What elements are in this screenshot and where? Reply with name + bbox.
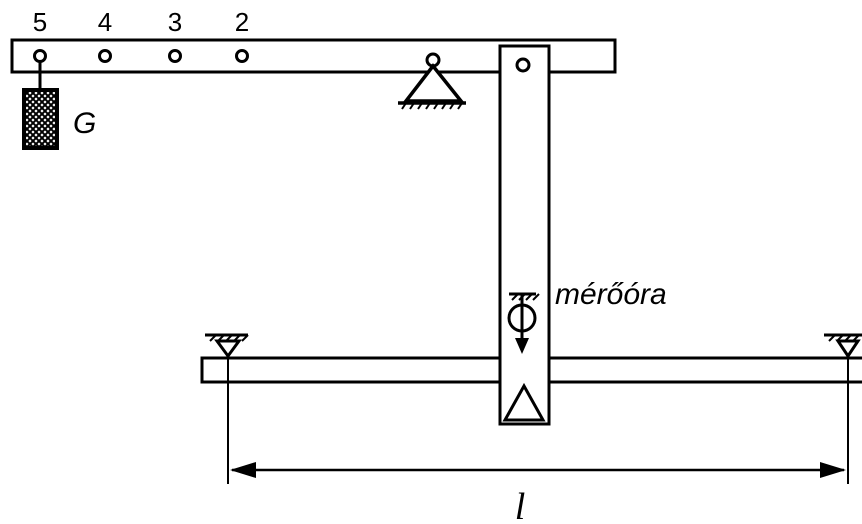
left-beam-support: [205, 333, 249, 359]
hole-4: [98, 49, 112, 63]
gauge-label: mérőóra: [555, 278, 667, 311]
hole-3: [168, 49, 182, 63]
vertical-bar: [498, 44, 551, 426]
dial-gauge: [507, 292, 540, 354]
hole-label-4: 4: [98, 7, 112, 37]
hole-5: [33, 49, 47, 63]
hole-label-2: 2: [235, 7, 249, 37]
span-label: l: [515, 486, 526, 524]
weight-label: G: [73, 107, 96, 140]
hole-label-3: 3: [168, 7, 182, 37]
dimension-arrow-right: [820, 462, 846, 478]
vertical-bar-pin: [515, 57, 531, 73]
hole-label-5: 5: [33, 7, 47, 37]
hole-2: [235, 49, 249, 63]
right-beam-support: [824, 333, 862, 359]
weight-block: [22, 88, 59, 150]
pivot-support: [398, 52, 466, 110]
beam-center-support: [502, 382, 546, 422]
dimension-arrow-left: [230, 462, 256, 478]
